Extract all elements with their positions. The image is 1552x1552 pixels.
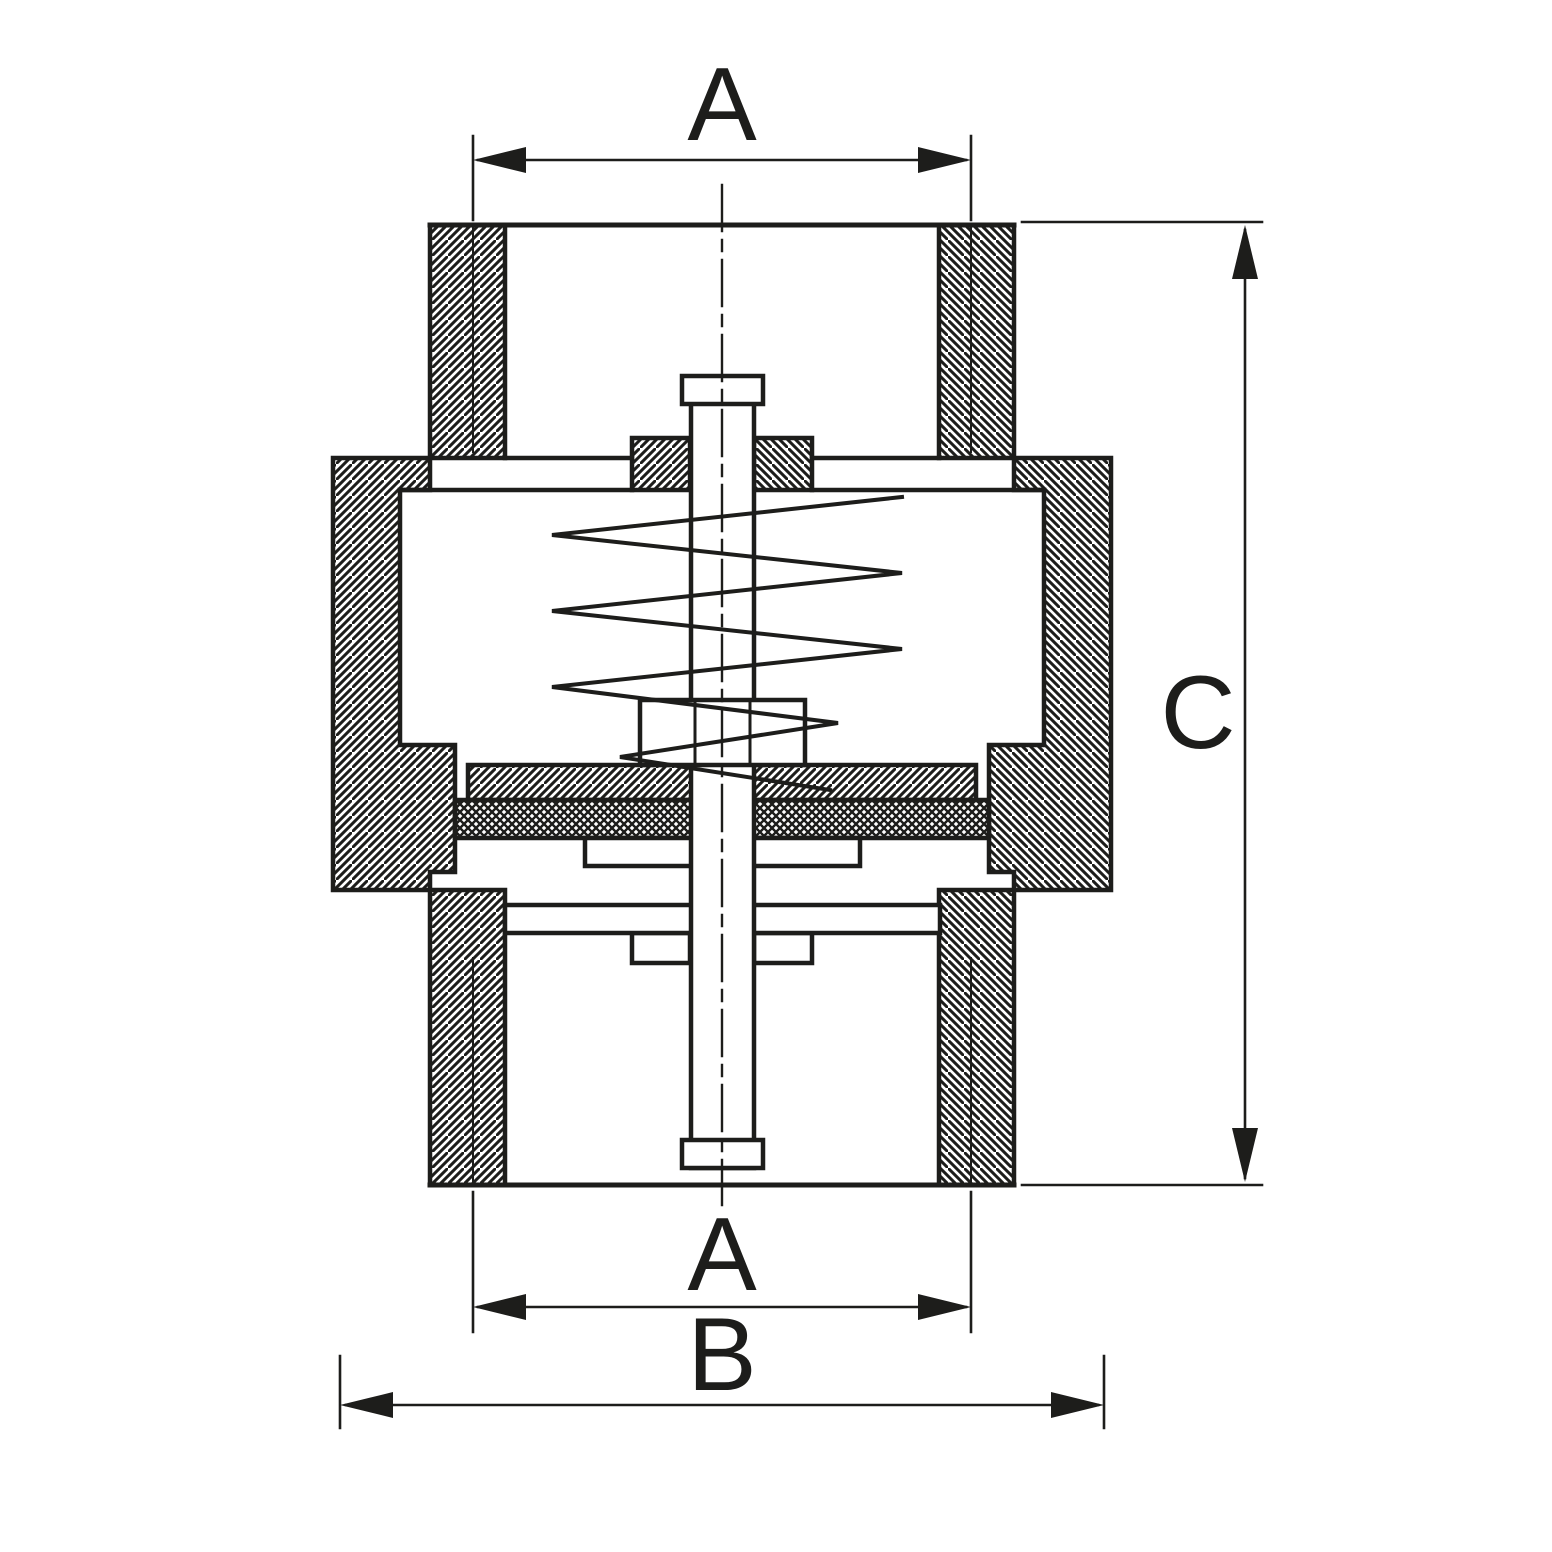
arrowhead-down-icon [1232, 1128, 1258, 1182]
dimension-bottom-outer-width [338, 1354, 1106, 1430]
arrowhead-left-icon [473, 1294, 526, 1320]
arrowhead-up-icon [1232, 225, 1258, 279]
dimension-bottom-inner-width [471, 1190, 973, 1334]
extension-lines [471, 1190, 973, 1334]
arrowhead-right-icon [1051, 1392, 1104, 1418]
extension-lines [1020, 220, 1264, 1187]
arrowhead-left-icon [473, 147, 526, 173]
dim-label-bottom-outer-width: B [687, 1297, 756, 1413]
valve-center-parts [427, 183, 1017, 1207]
top-port-wall [427, 222, 508, 461]
dim-label-top-width: A [687, 47, 757, 163]
arrowhead-right-icon [918, 1294, 971, 1320]
guide-rib [629, 930, 693, 966]
arrowhead-left-icon [340, 1392, 393, 1418]
dim-label-bottom-inner-width: A [687, 1197, 757, 1313]
dimension-overall-height [1020, 220, 1264, 1187]
bottom-port-wall [427, 887, 508, 1188]
arrowhead-right-icon [918, 147, 971, 173]
stem-guide-boss [629, 435, 693, 493]
spring [551, 494, 905, 793]
dimension-top-width [471, 134, 973, 222]
extension-lines [471, 134, 973, 222]
dim-label-overall-height: C [1160, 655, 1235, 771]
dimension-annotations [338, 134, 1264, 1430]
body-wall [330, 455, 458, 893]
extension-lines [338, 1354, 1106, 1430]
